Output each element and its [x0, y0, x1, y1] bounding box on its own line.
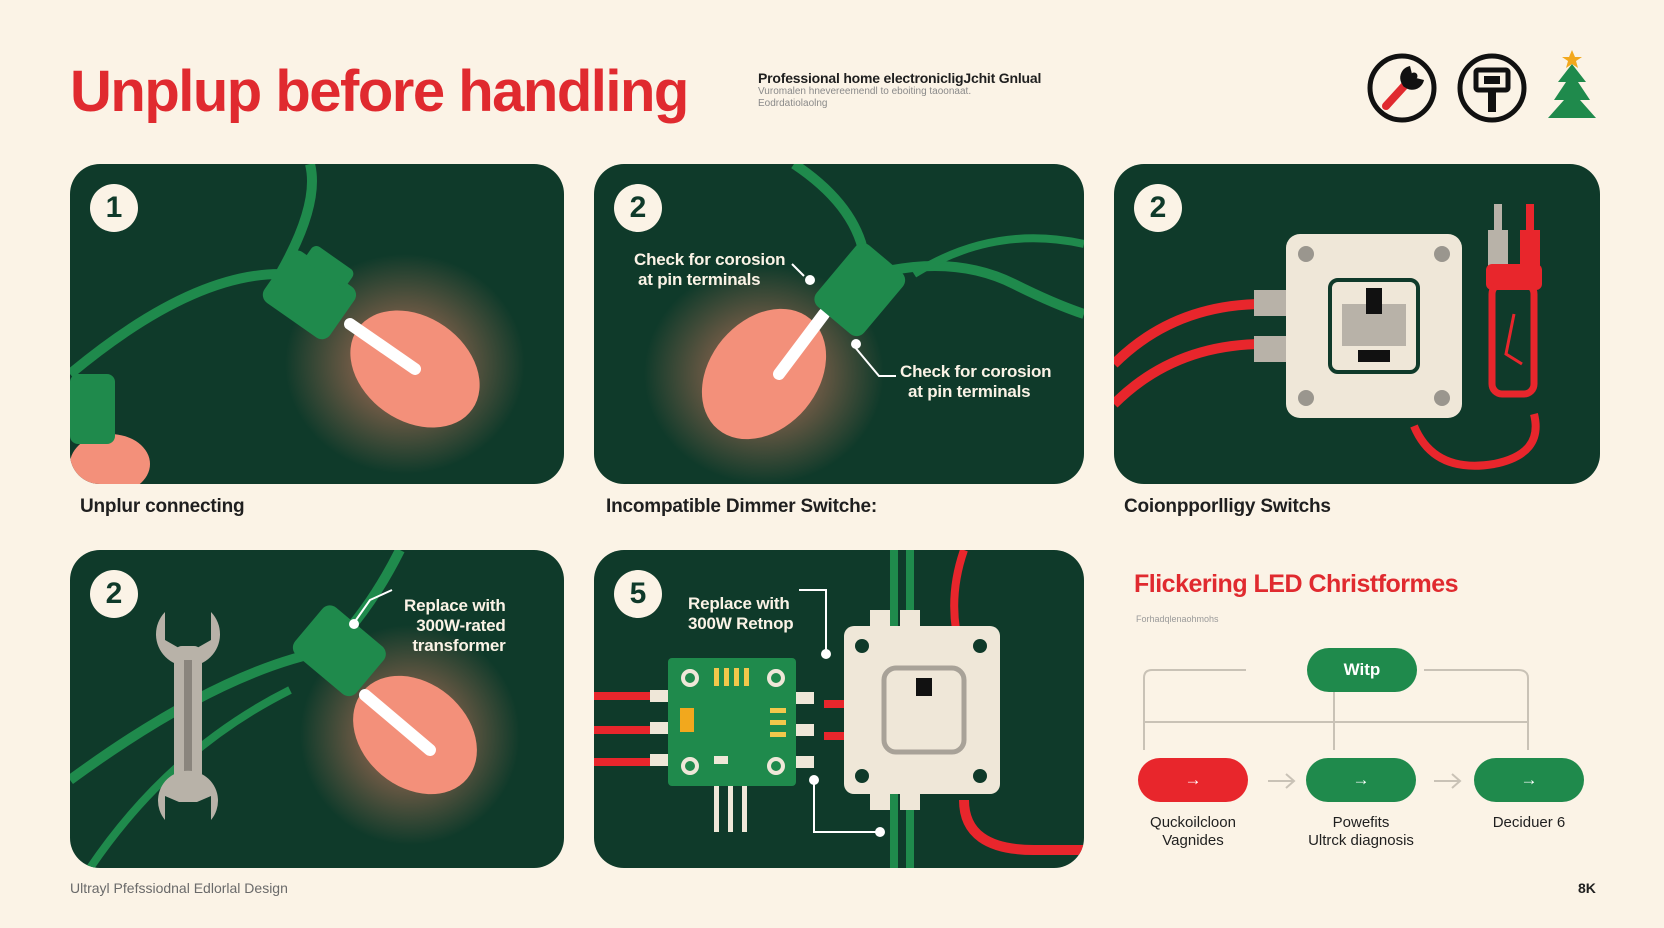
wrench-bulb-illustration — [70, 550, 520, 868]
panel-3-caption: Coionpporlligy Switchs — [1124, 496, 1331, 517]
flow-subtitle: Forhadqlenaohmohs — [1136, 614, 1219, 624]
panel-step-2: 2 Check for corosion at pin terminals Ch… — [594, 164, 1084, 484]
annotation-replace-transformer: Replace with 300W-rated transformer — [404, 596, 506, 655]
flow-node-top[interactable]: Witp — [1307, 648, 1417, 692]
flow-node-3-label: Deciduer 6 — [1492, 814, 1566, 831]
step-number: 2 — [1134, 184, 1182, 232]
annotation-corrosion-2: Check for corosion at pin terminals — [900, 362, 1052, 401]
annotation-replace-300w: Replace with 300W Retnop — [688, 594, 794, 633]
panel-step-4: 2 Replace with 300W-rated transformer — [70, 550, 564, 868]
step-number: 2 — [90, 570, 138, 618]
footer-resolution: 8K — [1578, 880, 1596, 896]
flow-node-2-label: Powefits Ultrck diagnosis — [1308, 814, 1414, 849]
footer-credit: Ultrayl Pfefssiodnal Edlorlal Design — [70, 880, 288, 896]
subtitle-main: Professional home electronicligJchit Gnl… — [758, 70, 1042, 86]
subtitle-small-2: Eodrdatiolaolng — [758, 98, 828, 109]
page-title: Unplup before handling — [70, 59, 689, 124]
subtitle-small-1: Vuromalen hnevereemendl to eboiting taoo… — [758, 86, 972, 97]
flow-node-1[interactable]: → — [1138, 758, 1248, 802]
panel-1-caption: Unplur connecting — [80, 496, 245, 517]
panel-step-1: 1 — [70, 164, 564, 484]
bulb-corrosion-illustration — [644, 164, 1084, 484]
flow-node-3[interactable]: → — [1474, 758, 1584, 802]
flow-node-1-label: Quckoilcloon Vagnides — [1150, 814, 1236, 849]
panel-2-caption: Incompatible Dimmer Switche: — [606, 496, 878, 517]
flow-connectors — [1143, 669, 1529, 789]
dimmer-switch-illustration — [1114, 204, 1542, 470]
bulb-illustration — [70, 164, 525, 484]
header-subtitle: Professional home electronicligJchit Gnl… — [758, 70, 1098, 110]
step-number: 5 — [614, 570, 662, 618]
wrench-circle-icon — [1367, 53, 1437, 123]
step-number: 1 — [90, 184, 138, 232]
circuit-board-illustration — [594, 550, 1084, 868]
annotation-corrosion-1: Check for corosion at pin terminals — [634, 250, 786, 289]
flow-node-2[interactable]: → — [1306, 758, 1416, 802]
flow-title: Flickering LED Christformes — [1134, 570, 1459, 598]
plug-circle-icon — [1457, 53, 1527, 123]
panel-step-3: 2 — [1114, 164, 1600, 484]
christmas-tree-icon — [1548, 50, 1596, 118]
step-number: 2 — [614, 184, 662, 232]
panel-step-5: 5 Replace with 300W Retnop — [594, 550, 1084, 868]
